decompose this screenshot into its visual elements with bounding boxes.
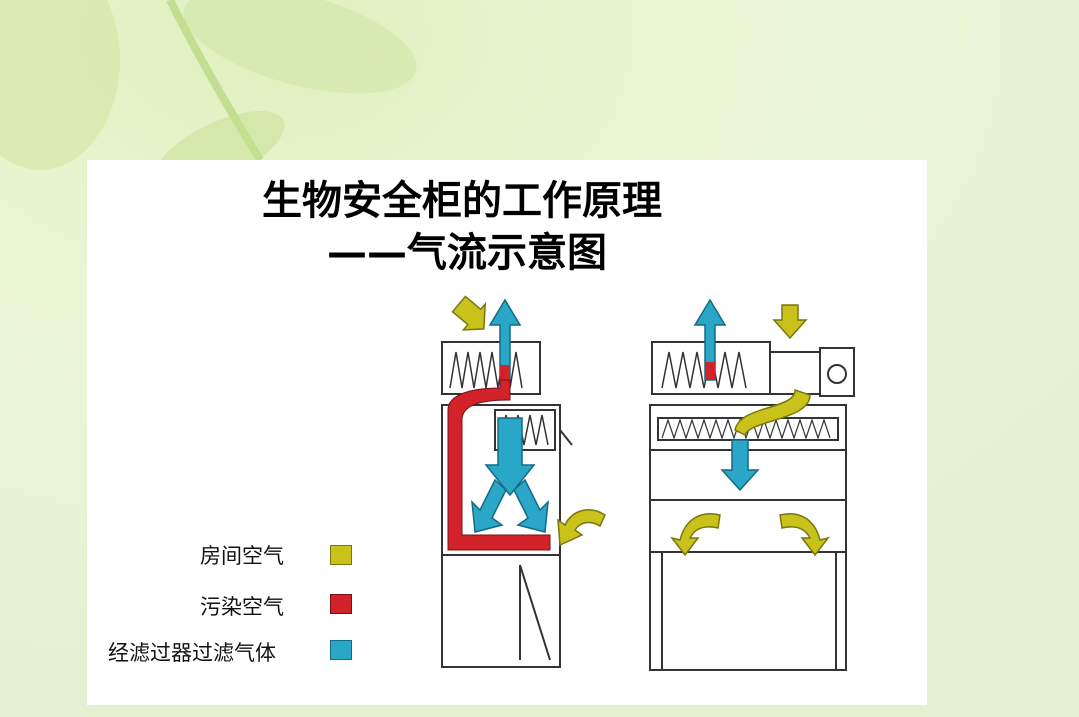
front-view-airflow	[670, 298, 830, 557]
legend-swatch-contaminated-air	[330, 594, 352, 614]
diagram-title: 生物安全柜的工作原理	[262, 178, 662, 224]
legend-swatch-filtered-air	[330, 640, 352, 660]
legend-label-room-air: 房间空气	[200, 544, 284, 568]
diagram-subtitle: ——气流示意图	[327, 230, 607, 276]
airflow-diagram	[441, 295, 855, 671]
legend-label-filtered-air: 经滤过器过滤气体	[108, 641, 276, 665]
legend-label-contaminated-air: 污染空气	[200, 595, 284, 619]
side-view-airflow	[447, 295, 606, 551]
front-view-cabinet	[649, 341, 855, 671]
legend-swatch-room-air	[330, 545, 352, 565]
